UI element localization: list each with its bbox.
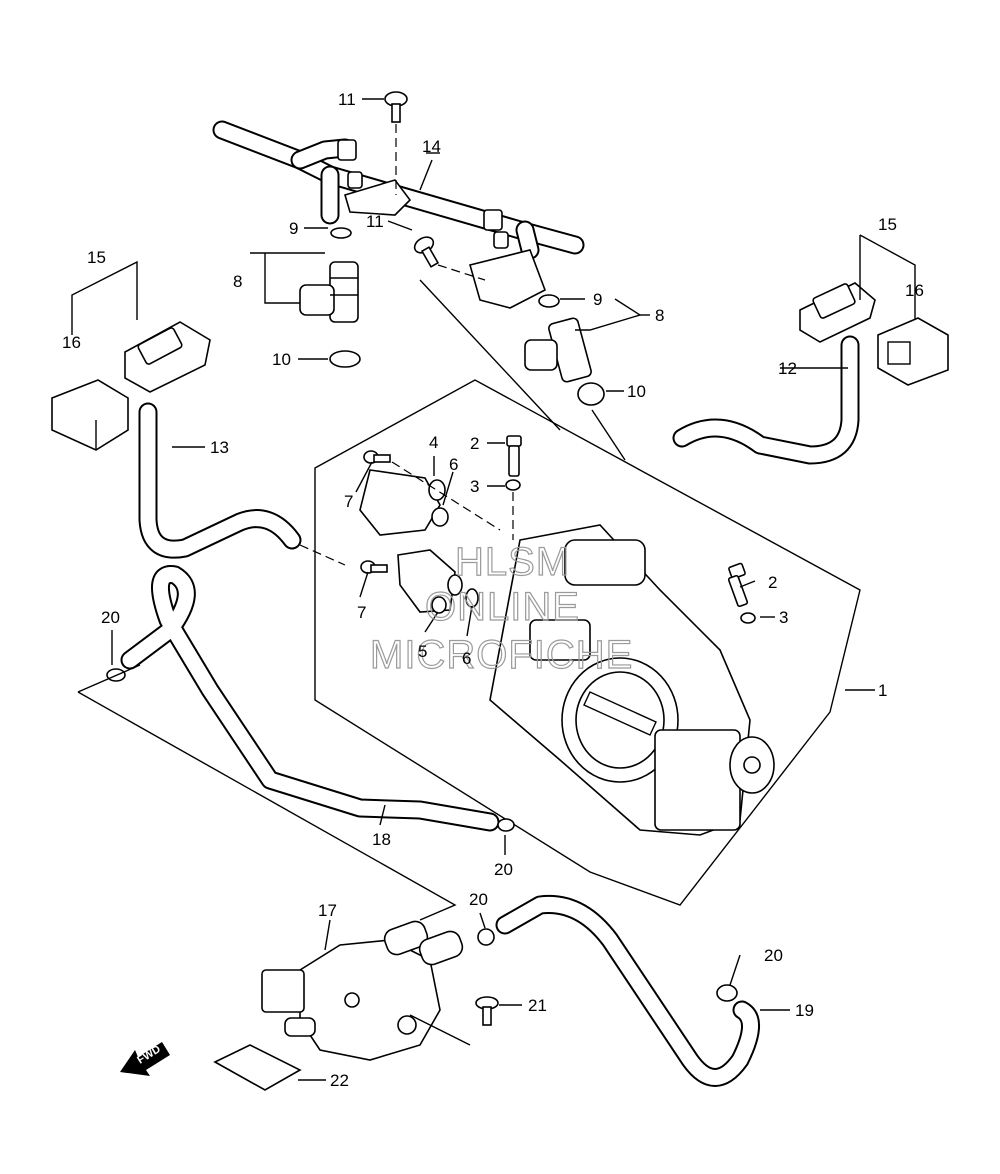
callout-11: 11 [366, 212, 384, 231]
leader-lines [71, 98, 916, 1081]
hose-12 [672, 335, 860, 465]
iac-group-outline [77, 664, 471, 1046]
hose-13 [138, 402, 302, 559]
callout-20: 20 [764, 946, 783, 965]
fuel-rail-group [212, 120, 585, 309]
hose-18 [120, 565, 500, 832]
callout-6: 6 [449, 455, 458, 474]
callout-4: 4 [429, 433, 438, 452]
callout-3: 3 [470, 477, 479, 496]
callouts: 11 14 11 9 8 10 9 8 10 15 16 13 15 16 12… [62, 90, 924, 1090]
sensor-5 [397, 549, 479, 614]
callout-10: 10 [272, 350, 291, 369]
callout-15: 15 [878, 215, 897, 234]
injector-left [299, 227, 361, 368]
callout-22: 22 [330, 1071, 349, 1090]
callout-10: 10 [627, 382, 646, 401]
watermark-line-1: HLSM [455, 540, 570, 584]
callout-19: 19 [795, 1001, 814, 1020]
callout-9: 9 [593, 290, 602, 309]
callout-6: 6 [462, 649, 471, 668]
callout-9: 9 [289, 219, 298, 238]
callout-14: 14 [422, 137, 441, 156]
callout-7: 7 [357, 603, 366, 622]
callout-5: 5 [418, 642, 427, 661]
callout-8: 8 [233, 272, 242, 291]
throttle-body [489, 524, 775, 836]
callout-8: 8 [655, 306, 664, 325]
callout-3: 3 [779, 608, 788, 627]
pad-22 [213, 1044, 302, 1091]
screw-21 [475, 996, 499, 1026]
watermark-line-2: ONLINE [425, 585, 580, 629]
callout-18: 18 [372, 830, 391, 849]
callout-15: 15 [87, 248, 106, 267]
fwd-arrow-icon: FWD [120, 1042, 170, 1076]
callout-20: 20 [101, 608, 120, 627]
hose-19 [495, 894, 760, 1087]
throttle-body-group-outline [314, 379, 861, 906]
callout-11: 11 [338, 90, 356, 109]
callout-20: 20 [469, 890, 488, 909]
callout-7: 7 [344, 492, 353, 511]
callout-13: 13 [210, 438, 229, 457]
connector-right [799, 282, 949, 386]
callout-12: 12 [778, 359, 797, 378]
screw-11-mid [413, 236, 486, 281]
injector-right [524, 294, 605, 406]
callout-2: 2 [470, 434, 479, 453]
callout-17: 17 [318, 901, 337, 920]
screw-11-top [384, 91, 408, 195]
callout-2: 2 [768, 573, 777, 592]
callout-1: 1 [878, 681, 887, 700]
adjust-screws-2 [505, 435, 756, 624]
connector-left [51, 321, 211, 451]
watermark-line-3: MICROFICHE [370, 633, 633, 677]
hose-clamps [106, 668, 738, 1002]
callout-21: 21 [528, 996, 547, 1015]
iac-valve [261, 920, 464, 1061]
watermark: HLSM ONLINE MICROFICHE [369, 539, 633, 677]
callout-20: 20 [494, 860, 513, 879]
callout-16: 16 [905, 281, 924, 300]
sensor-4 [359, 469, 449, 536]
callout-16: 16 [62, 333, 81, 352]
